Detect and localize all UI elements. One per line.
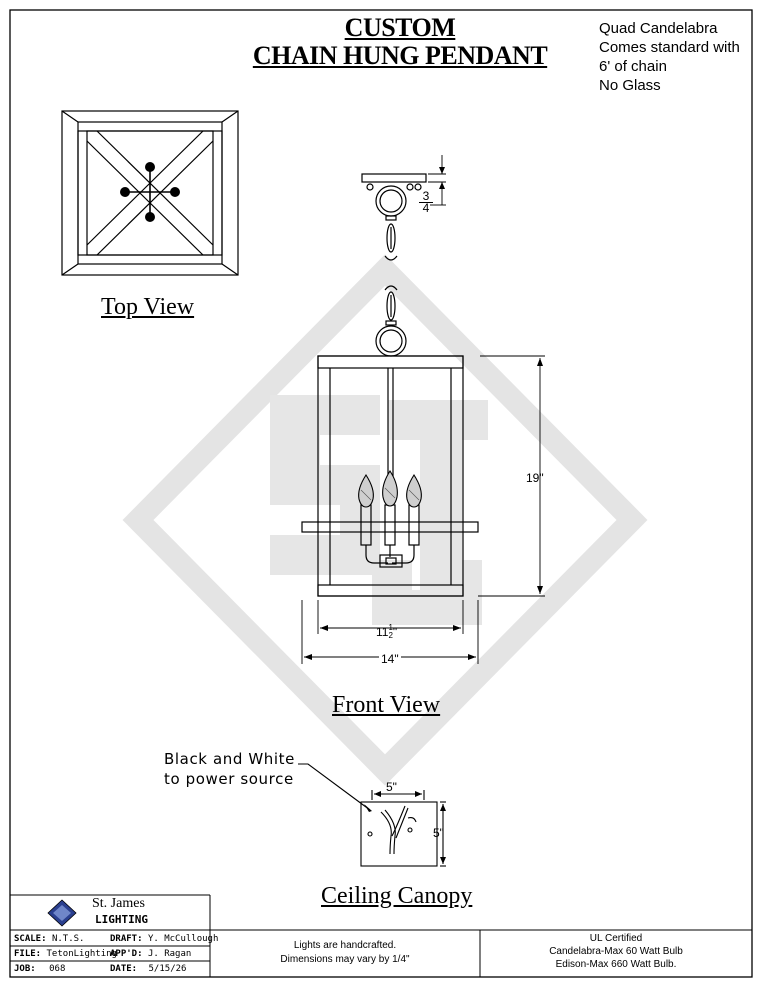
note-line-1: Quad Candelabra bbox=[599, 20, 718, 37]
canopy-width-dimension: 5" bbox=[386, 780, 397, 794]
watermark-logo bbox=[122, 254, 648, 786]
dimension-arrows bbox=[304, 167, 543, 660]
company-subname: LIGHTING bbox=[95, 913, 148, 926]
drawing-title: CUSTOM CHAIN HUNG PENDANT bbox=[250, 13, 550, 71]
ul-certification: UL Certified Candelabra-Max 60 Watt Bulb… bbox=[482, 932, 750, 971]
front-view-drawing bbox=[301, 173, 479, 597]
handcrafted-line-2: Dimensions may vary by 1/4" bbox=[280, 954, 410, 965]
canopy-note-line-1: Black and White bbox=[164, 750, 295, 768]
handcrafted-note: Lights are handcrafted. Dimensions may v… bbox=[212, 939, 478, 967]
scale-label: SCALE: bbox=[14, 934, 47, 944]
front-view-label: Front View bbox=[332, 692, 441, 718]
draft-label: DRAFT: bbox=[110, 934, 143, 944]
title-block-lines bbox=[10, 894, 752, 977]
inner-width-den: 2 bbox=[388, 631, 393, 640]
job-field: JOB: 068 bbox=[14, 964, 65, 974]
top-view-drawing bbox=[61, 110, 239, 276]
top-view-sockets bbox=[120, 162, 180, 222]
canopy-view-label: Ceiling Canopy bbox=[321, 883, 473, 909]
loop-dim-denominator: 4 bbox=[422, 201, 430, 215]
ul-line-3: Edison-Max 660 Watt Bulb. bbox=[555, 959, 677, 970]
spec-notes: Quad Candelabra Comes standard with 6' o… bbox=[599, 19, 740, 95]
note-line-3: 6' of chain bbox=[599, 58, 667, 75]
draft-value: Y. McCullough bbox=[147, 934, 219, 944]
company-logo-icon bbox=[47, 899, 77, 927]
inner-width-whole: 11 bbox=[376, 625, 389, 639]
canopy-arrows bbox=[364, 791, 446, 864]
loop-dim-numerator: 3 bbox=[419, 190, 433, 203]
inner-width-unit: " bbox=[392, 625, 398, 639]
file-label: FILE: bbox=[14, 949, 42, 959]
file-value: TetonLighting bbox=[46, 949, 117, 959]
inner-width-num: 1 bbox=[388, 623, 393, 632]
ul-line-2: Candelabra-Max 60 Watt Bulb bbox=[549, 946, 683, 957]
note-line-2: Comes standard with bbox=[599, 39, 740, 56]
canopy-drawing bbox=[298, 763, 446, 867]
sheet-border bbox=[9, 9, 753, 978]
note-line-4: No Glass bbox=[599, 77, 661, 94]
appd-value: J. Ragan bbox=[147, 949, 192, 959]
front-view-bulb-hatching bbox=[360, 487, 420, 501]
handcrafted-line-1: Lights are handcrafted. bbox=[293, 940, 397, 951]
ul-line-1: UL Certified bbox=[589, 933, 643, 944]
height-dimension: 19" bbox=[526, 471, 544, 485]
date-value: 5/15/26 bbox=[148, 964, 187, 974]
job-value: 068 bbox=[49, 964, 66, 974]
overall-width-dimension: 14" bbox=[379, 652, 401, 666]
top-view-label: Top View bbox=[101, 294, 195, 320]
file-field: FILE: TetonLighting bbox=[14, 949, 117, 959]
date-field: DATE: 5/15/26 bbox=[110, 964, 186, 974]
date-label: DATE: bbox=[110, 964, 138, 974]
scale-field: SCALE: N.T.S. bbox=[14, 934, 84, 944]
canopy-note-line-2: to power source bbox=[164, 770, 294, 788]
appd-label: APP'D: bbox=[110, 949, 143, 959]
appd-field: APP'D: J. Ragan bbox=[110, 949, 191, 959]
draft-field: DRAFT: Y. McCullough bbox=[110, 934, 218, 944]
company-name: St. James bbox=[92, 896, 145, 911]
scale-value: N.T.S. bbox=[51, 934, 85, 944]
title-line-2: CHAIN HUNG PENDANT bbox=[252, 41, 548, 70]
job-label: JOB: bbox=[14, 964, 36, 974]
title-line-1: CUSTOM bbox=[344, 13, 456, 42]
canopy-wire-note: Black and White to power source bbox=[164, 749, 295, 789]
loop-dimension: 3 4 bbox=[419, 190, 433, 215]
canopy-height-dimension: 5" bbox=[433, 826, 444, 840]
